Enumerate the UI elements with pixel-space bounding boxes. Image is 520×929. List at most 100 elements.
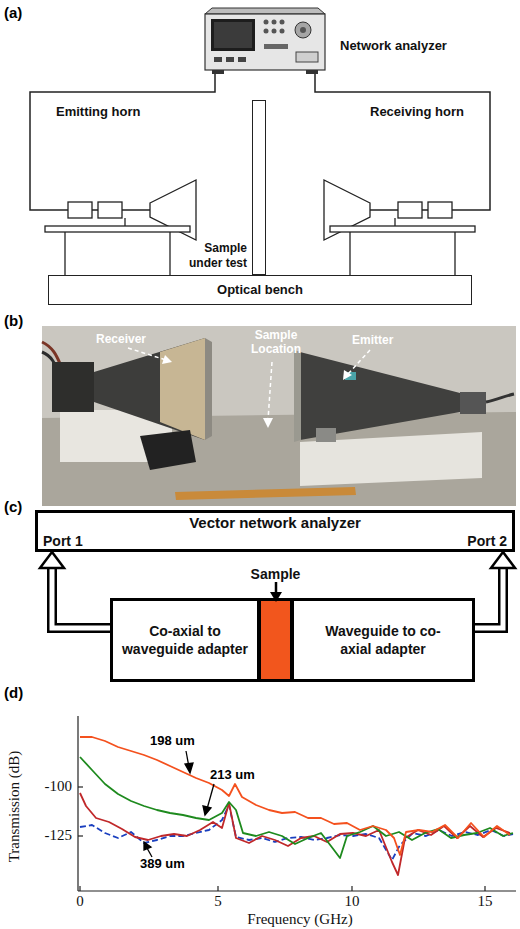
- chart-axes: [217, 886, 218, 891]
- curve-label: 198 um: [150, 733, 195, 748]
- instrument-label: Network analyzer: [340, 38, 447, 53]
- photo: [52, 362, 94, 412]
- receiving-horn-drawing: [428, 202, 452, 218]
- receiving-horn-drawing: [398, 202, 422, 218]
- sample-slab: Sample: [258, 598, 293, 682]
- photo: [268, 362, 272, 420]
- tick-label: -125: [28, 827, 72, 844]
- connector: [40, 552, 110, 628]
- arrow-head: [491, 552, 515, 568]
- horn-label: Emitting horn: [56, 104, 141, 119]
- connector-core: [52, 568, 110, 628]
- photo: [162, 355, 352, 428]
- photo: [94, 338, 205, 440]
- network-analyzer-drawing: [212, 70, 224, 74]
- chart-axes: [78, 835, 83, 836]
- port-label: Port 1: [43, 533, 83, 549]
- arrow-head: [40, 552, 64, 568]
- network-analyzer-drawing: [205, 8, 325, 74]
- connector: [475, 552, 515, 628]
- panel-label: (b): [4, 312, 23, 329]
- receiving-horn-drawing: [454, 232, 455, 275]
- chart-axes: [484, 886, 485, 891]
- network-analyzer-drawing: [280, 20, 285, 25]
- box-label: Co-axial to waveguide adapter: [116, 622, 254, 658]
- network-analyzer-drawing: [272, 29, 277, 34]
- wire-line: [315, 74, 490, 210]
- panel-label: (c): [4, 498, 22, 515]
- receiving-horn-drawing: [394, 218, 395, 226]
- annotation-arrows: [144, 751, 214, 857]
- photo: [160, 338, 205, 440]
- photo: [175, 487, 356, 500]
- network-analyzer-drawing: [280, 29, 285, 34]
- curve-198um-orange: [80, 737, 510, 855]
- adapter-box: Co-axial to waveguide adapter: [110, 598, 260, 682]
- emitting-horn-drawing: [68, 202, 92, 218]
- network-analyzer-drawing: [264, 20, 269, 25]
- receiving-horn-drawing: [324, 180, 482, 275]
- panel-label: (d): [4, 684, 23, 701]
- data-curves: [80, 737, 513, 875]
- photo: [42, 326, 516, 506]
- tick-label: 0: [68, 893, 92, 910]
- emitting-horn-drawing: [64, 232, 65, 275]
- photo: [128, 348, 166, 360]
- emitting-horn-drawing: [124, 218, 125, 226]
- chart-axes: [78, 716, 516, 891]
- network-analyzer-drawing: [214, 57, 222, 62]
- tick-label: -100: [28, 778, 72, 795]
- port-label: Port 2: [467, 533, 507, 549]
- chart-axes: [77, 716, 78, 891]
- photo: [486, 394, 514, 402]
- connector-outline: [52, 568, 110, 628]
- horn-label: Receiving horn: [370, 104, 464, 119]
- network-analyzer-drawing: [264, 44, 288, 49]
- photo: [128, 348, 370, 420]
- network-analyzer-drawing: [296, 52, 318, 62]
- connector-core: [475, 568, 503, 628]
- emitting-horn-drawing: [38, 209, 150, 210]
- axis-title: Frequency (GHz): [200, 911, 400, 928]
- photo: [294, 350, 301, 442]
- network-analyzer-drawing: [205, 14, 325, 70]
- wire-line: [30, 74, 215, 210]
- photo: [140, 430, 196, 470]
- network-analyzer-drawing: [238, 57, 246, 62]
- photo-label: Receiver: [96, 332, 146, 346]
- receiving-horn-drawing: [330, 226, 475, 232]
- curve-label: 213 um: [210, 767, 255, 782]
- photo: [205, 338, 212, 440]
- chart-axes: [78, 890, 516, 891]
- connector-outline: [475, 568, 503, 628]
- tick-label: 5: [206, 893, 230, 910]
- network-analyzer-drawing: [264, 29, 269, 34]
- chart-axes: [78, 786, 83, 787]
- network-analyzer-drawing: [272, 20, 277, 25]
- photo: [343, 370, 352, 380]
- photo: [300, 352, 460, 440]
- annotation-arrows: [207, 784, 214, 809]
- photo: [162, 355, 172, 364]
- sample-label: Sample: [245, 566, 306, 582]
- curve-label: 389 um: [140, 856, 185, 871]
- holder-label: Sample under test: [177, 241, 247, 271]
- annotation-arrows: [147, 848, 152, 857]
- annotation-arrows: [203, 806, 211, 815]
- photo: [263, 418, 273, 428]
- photo-label: Emitter: [352, 333, 393, 347]
- tick-label: 10: [337, 893, 367, 910]
- emitting-horn-drawing: [98, 202, 122, 218]
- connector: [30, 74, 215, 210]
- network-analyzer-drawing: [214, 22, 252, 48]
- network-analyzer-drawing: [205, 8, 325, 14]
- photo: [348, 350, 370, 374]
- network-analyzer-drawing: [306, 70, 318, 74]
- annotation-arrows: [144, 842, 151, 850]
- network-analyzer-drawing: [226, 57, 234, 62]
- leader-arrow: [275, 582, 278, 593]
- tick-label: 15: [470, 893, 500, 910]
- emitting-horn-drawing: [38, 180, 196, 275]
